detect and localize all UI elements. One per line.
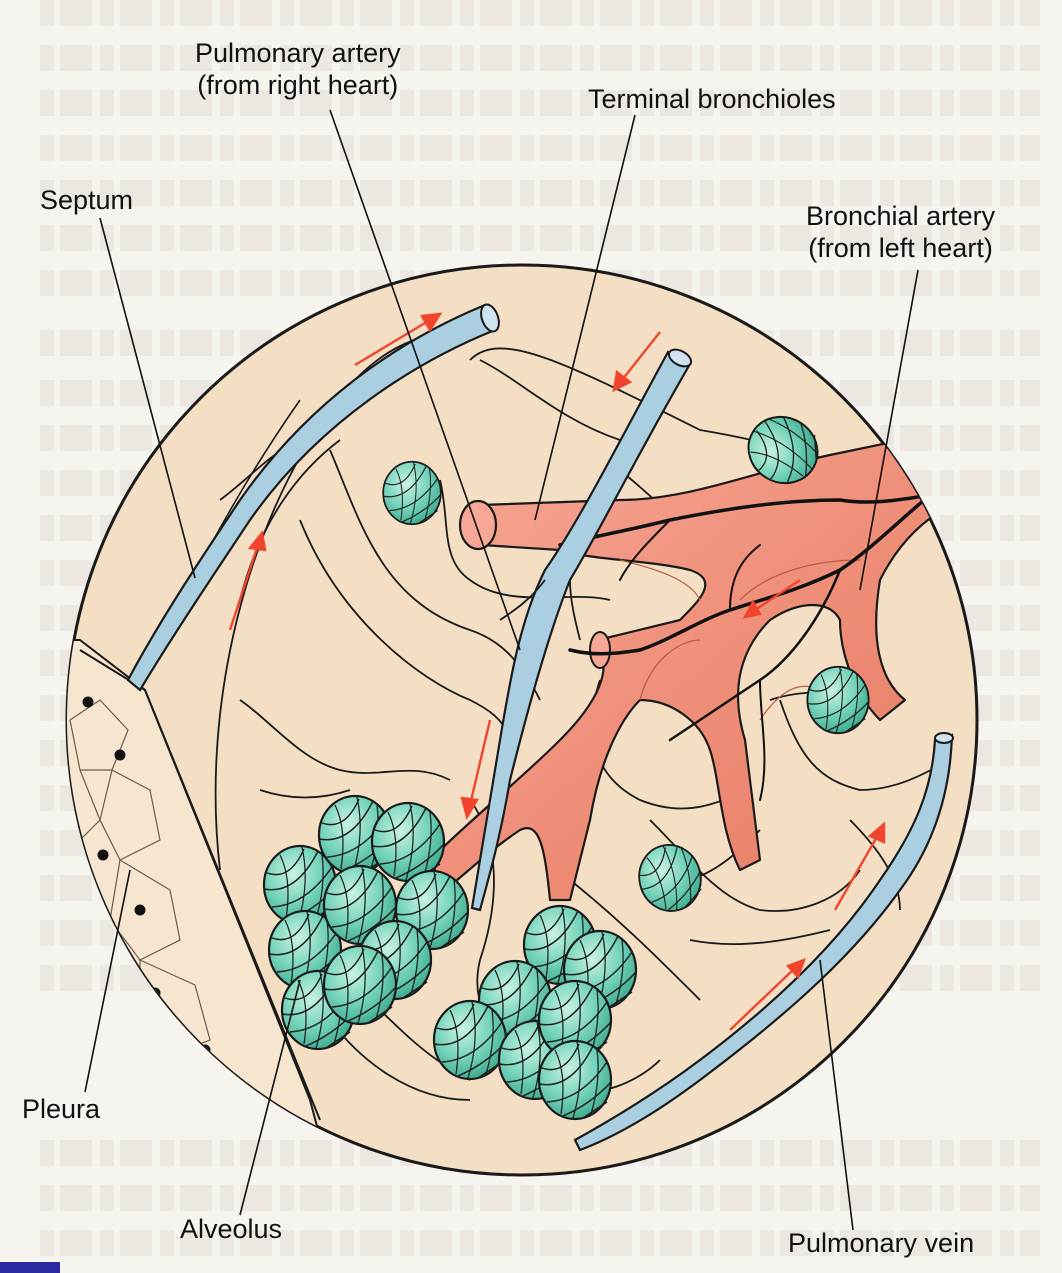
leader-lines xyxy=(84,109,919,1231)
background-text-line xyxy=(40,1230,1040,1256)
label-pleura: Pleura xyxy=(22,1094,101,1124)
label-bronchial-artery-line2: (from left heart) xyxy=(808,233,993,263)
pulmonary-vein-septal xyxy=(126,303,500,692)
label-pulmonary-artery: Pulmonary artery (from right heart) xyxy=(195,37,401,101)
figure-caption-bar xyxy=(0,1262,60,1273)
leader-pleura xyxy=(84,869,131,1093)
background-text-line xyxy=(40,45,1040,71)
label-pulmonary-vein: Pulmonary vein xyxy=(788,1228,975,1258)
label-bronchial-artery: Bronchial artery (from left heart) xyxy=(806,200,995,264)
label-alveolus: Alveolus xyxy=(180,1214,283,1244)
background-text-line xyxy=(40,180,1040,206)
background-text-line xyxy=(40,1185,1040,1211)
pulmonary-vein-vessel xyxy=(573,732,954,1152)
label-bronchial-artery-line1: Bronchial artery xyxy=(806,201,996,231)
pulmonary-artery-vessel xyxy=(470,348,693,912)
background-text-line xyxy=(40,90,1040,116)
leader-septum xyxy=(99,217,196,579)
background-text-line xyxy=(40,135,1040,161)
label-septum: Septum xyxy=(40,185,134,215)
leader-pulmonary-artery xyxy=(329,109,521,651)
leader-bronchial-artery xyxy=(859,269,919,591)
leader-alveolus xyxy=(239,979,301,1216)
leader-pulmonary-vein xyxy=(819,959,854,1231)
background-text-line xyxy=(40,0,1040,26)
leader-terminal-bronchioles xyxy=(534,114,636,521)
background-text-line xyxy=(40,225,1040,251)
label-pulmonary-artery-line2: (from right heart) xyxy=(197,70,399,100)
label-pulmonary-artery-line1: Pulmonary artery xyxy=(195,38,401,68)
label-terminal-bronchioles: Terminal bronchioles xyxy=(588,84,836,114)
